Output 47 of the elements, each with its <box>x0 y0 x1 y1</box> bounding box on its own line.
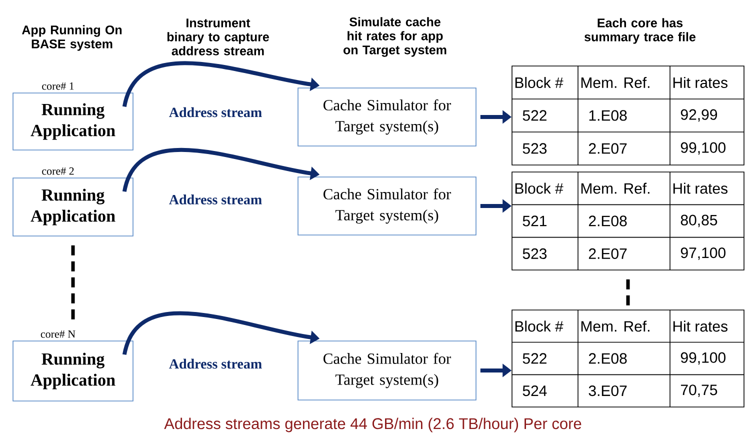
process-box: Running Application <box>12 340 134 402</box>
core-label: core# 1 <box>42 82 74 90</box>
heading: App Running On BASE system <box>22 25 122 51</box>
table-cell: 1.E08 <box>589 110 627 121</box>
table-cell: Mem. Ref. <box>581 182 650 194</box>
process-box: Cache Simulator for Target system(s) <box>298 88 476 146</box>
table-cell: 92,99 <box>680 109 718 122</box>
heading: Instrument binary to capture address stream <box>167 18 269 56</box>
trace-table <box>512 66 744 166</box>
table-cell: 2.E07 <box>588 143 627 154</box>
table-cell: 524 <box>522 385 547 396</box>
caption: Address streams generate 44 GB/min (2.6 TB/hour) Per core <box>164 418 582 432</box>
heading: Each core has summary trace file <box>584 18 696 44</box>
process-box: Cache Simulator for Target system(s) <box>298 340 476 400</box>
trace-table <box>512 172 744 270</box>
trace-table <box>512 310 744 408</box>
table-cell: 522 <box>522 110 546 121</box>
table-cell: Hit rates <box>673 182 728 194</box>
table-cell: 2.E08 <box>588 216 627 226</box>
table-cell: Block # <box>515 182 564 194</box>
table-cell: 522 <box>522 353 546 364</box>
table-cell: 523 <box>522 248 547 259</box>
process-box: Running Application <box>12 178 134 236</box>
heading: Simulate cache hit rates for app on Target system <box>344 17 446 57</box>
table-cell: 70,75 <box>680 384 718 397</box>
table-cell: 99,100 <box>680 142 726 155</box>
edge-label: Address stream <box>169 358 262 369</box>
core-label: core# N <box>40 330 76 338</box>
table-cell: Block # <box>515 76 564 88</box>
edge-label: Address stream <box>169 107 262 118</box>
table-cell: 2.E07 <box>588 248 627 259</box>
table-cell: 3.E07 <box>588 385 627 396</box>
table-cell: 523 <box>522 143 547 154</box>
table-cell: 521 <box>522 216 546 226</box>
table-cell: 2.E08 <box>588 353 627 364</box>
table-cell: 80,85 <box>680 214 718 228</box>
edge-label: Address stream <box>169 194 262 204</box>
table-cell: Block # <box>515 320 564 332</box>
table-cell: 97,100 <box>680 248 726 260</box>
process-box: Running Application <box>12 92 134 150</box>
process-box: Cache Simulator for Target system(s) <box>298 176 476 236</box>
table-cell: Hit rates <box>673 320 728 332</box>
table-cell: Mem. Ref. <box>581 77 650 88</box>
table-cell: Mem. Ref. <box>581 320 650 332</box>
table-cell: 99,100 <box>680 352 726 365</box>
core-label: core# 2 <box>42 167 74 175</box>
table-cell: Hit rates <box>673 76 728 88</box>
